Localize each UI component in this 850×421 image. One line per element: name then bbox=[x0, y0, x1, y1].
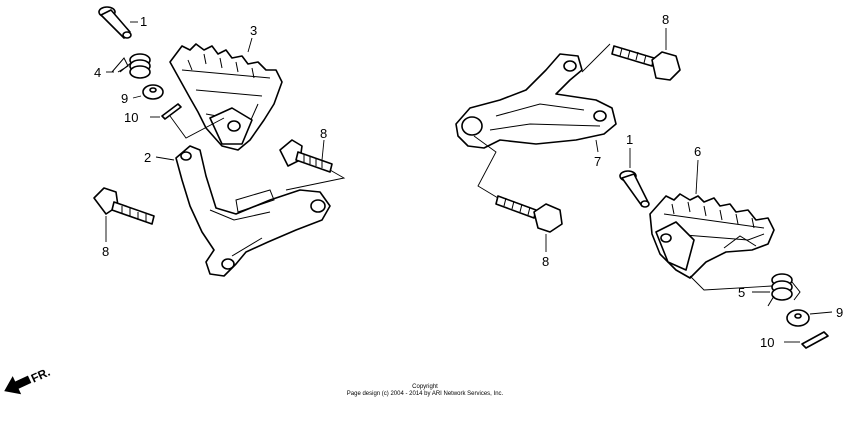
callout-bracket-right: 7 bbox=[594, 154, 601, 169]
callout-pin-left: 1 bbox=[140, 14, 147, 29]
copyright-line-2: Page design (c) 2004 - 2014 by ARI Netwo… bbox=[346, 391, 504, 397]
bolt-left-upper[interactable] bbox=[279, 139, 333, 173]
spring-right[interactable] bbox=[767, 273, 801, 307]
callout-bolt-left-lower: 8 bbox=[102, 244, 109, 259]
footpeg-left[interactable] bbox=[169, 43, 283, 151]
callout-bracket-left: 2 bbox=[144, 150, 151, 165]
callout-cotter-left: 10 bbox=[124, 110, 138, 125]
callout-bolt-right-lower: 8 bbox=[542, 254, 549, 269]
bolt-right-upper[interactable] bbox=[611, 45, 681, 81]
bracket-right[interactable] bbox=[455, 53, 617, 149]
bolt-right-lower[interactable] bbox=[495, 195, 563, 233]
washer-left[interactable] bbox=[142, 84, 164, 100]
cotter-pin-left[interactable] bbox=[161, 103, 182, 120]
bracket-left[interactable] bbox=[175, 145, 331, 277]
callout-cotter-right: 10 bbox=[760, 335, 774, 350]
callout-pin-right: 1 bbox=[626, 132, 633, 147]
callout-spring-right: 5 bbox=[738, 285, 745, 300]
cotter-pin-right[interactable] bbox=[801, 331, 829, 349]
washer-right[interactable] bbox=[786, 309, 810, 327]
callout-spring-left: 4 bbox=[94, 65, 101, 80]
callout-bolt-right-upper: 8 bbox=[662, 12, 669, 27]
callout-washer-left: 9 bbox=[121, 91, 128, 106]
pin-left[interactable] bbox=[98, 6, 132, 39]
callout-bolt-left-upper: 8 bbox=[320, 126, 327, 141]
footpeg-right[interactable] bbox=[649, 193, 775, 279]
spring-left[interactable] bbox=[111, 53, 151, 79]
callout-footpeg-left: 3 bbox=[250, 23, 257, 38]
pin-right[interactable] bbox=[619, 170, 650, 208]
callout-washer-right: 9 bbox=[836, 305, 843, 320]
bolt-left-lower[interactable] bbox=[93, 187, 155, 225]
callout-footpeg-right: 6 bbox=[694, 144, 701, 159]
copyright-line-1: Copyright bbox=[412, 384, 438, 390]
direction-label: FR. bbox=[29, 365, 52, 386]
